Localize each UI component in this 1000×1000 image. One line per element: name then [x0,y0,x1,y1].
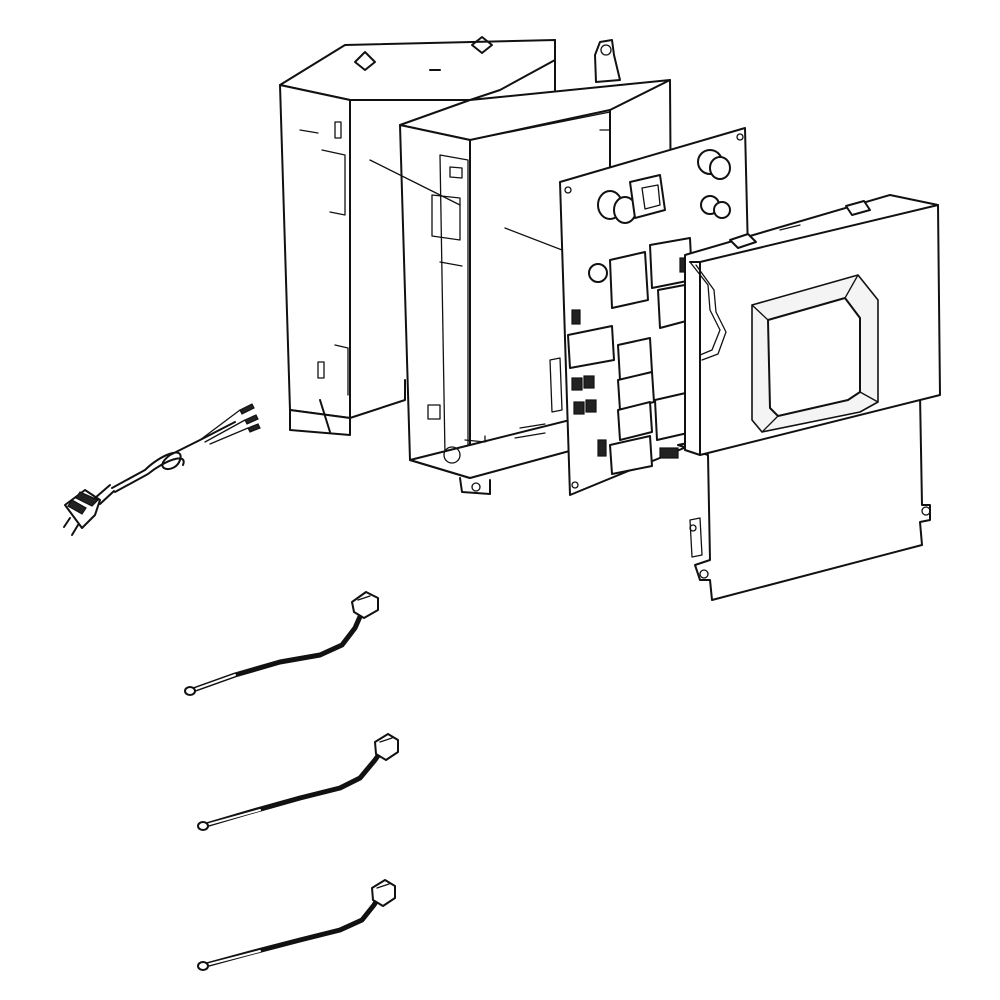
sensor-2 [197,733,399,831]
relays [567,237,693,475]
board-cover [677,194,941,601]
sensor-1 [184,591,379,696]
power-cord [63,403,261,536]
transformer [629,174,666,219]
outer-housing [279,36,556,436]
capacitors [588,149,731,283]
sensor-3 [197,879,396,971]
